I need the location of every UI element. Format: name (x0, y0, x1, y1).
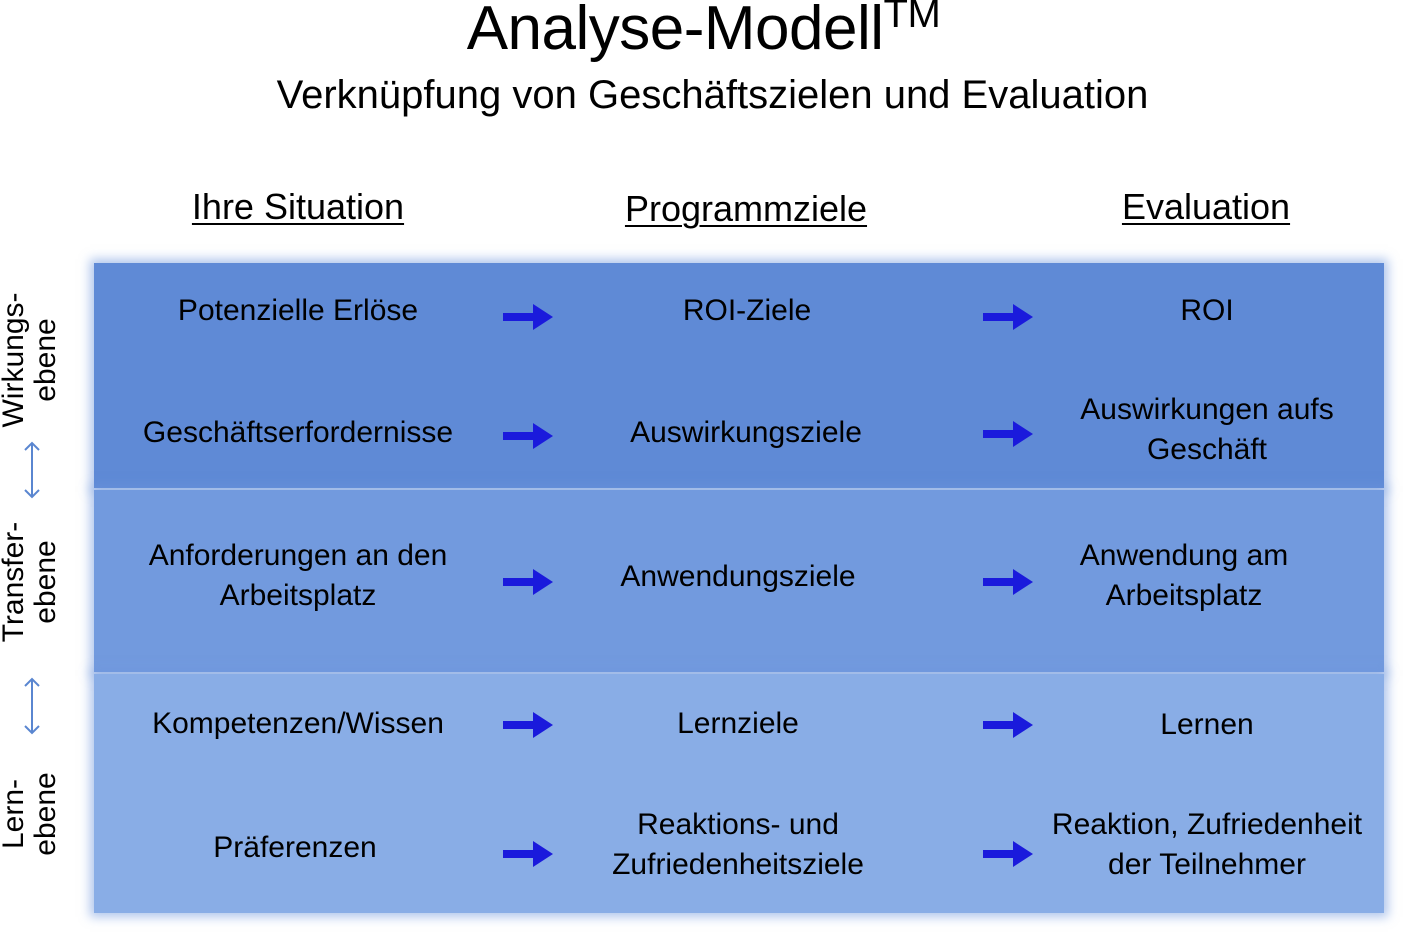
cell-situation-row4: Kompetenzen/Wissen (152, 707, 444, 740)
column-header-evaluation: Evaluation (1121, 186, 1291, 227)
right-arrow-icon (983, 421, 1033, 447)
column-header-situation: Ihre Situation (191, 186, 405, 227)
diagram-subtitle: Verknüpfung von Geschäftszielen und Eval… (276, 73, 1149, 117)
title-text: Analyse-Modell (466, 0, 884, 63)
column-header-program: Programmziele (624, 188, 868, 229)
right-arrow-icon (503, 304, 553, 330)
cell-program-row3: Anwendungsziele (620, 560, 856, 593)
cell-program-row1: ROI-Ziele (682, 294, 812, 327)
level-label-lern: Lern- ebene (0, 772, 62, 856)
double-arrow-icon (24, 441, 40, 499)
right-arrow-icon (983, 841, 1033, 867)
double-arrow-icon (24, 677, 40, 735)
right-arrow-icon (503, 569, 553, 595)
cell-situation-row5: Präferenzen (213, 831, 377, 864)
right-arrow-icon (503, 712, 553, 738)
band-lernebene (94, 674, 1384, 913)
diagram-title: Analyse-ModellTM (0, 0, 1407, 71)
band-wirkungsebene (94, 263, 1384, 488)
cell-evaluation-row1: ROI (1180, 294, 1234, 327)
right-arrow-icon (503, 423, 553, 449)
cell-evaluation-row4: Lernen (1160, 708, 1254, 741)
cell-situation-row1: Potenzielle Erlöse (177, 294, 419, 327)
right-arrow-icon (983, 304, 1033, 330)
trademark-mark: TM (883, 0, 941, 36)
level-label-transfer: Transfer- ebene (0, 521, 62, 643)
cell-program-row2: Auswirkungsziele (630, 416, 862, 449)
band-transferebene (94, 490, 1384, 672)
right-arrow-icon (503, 841, 553, 867)
right-arrow-icon (983, 712, 1033, 738)
level-label-wirkung: Wirkungs- ebene (0, 292, 62, 428)
cell-situation-row2: Geschäftserfordernisse (142, 416, 454, 449)
cell-program-row4: Lernziele (677, 707, 799, 740)
right-arrow-icon (983, 569, 1033, 595)
